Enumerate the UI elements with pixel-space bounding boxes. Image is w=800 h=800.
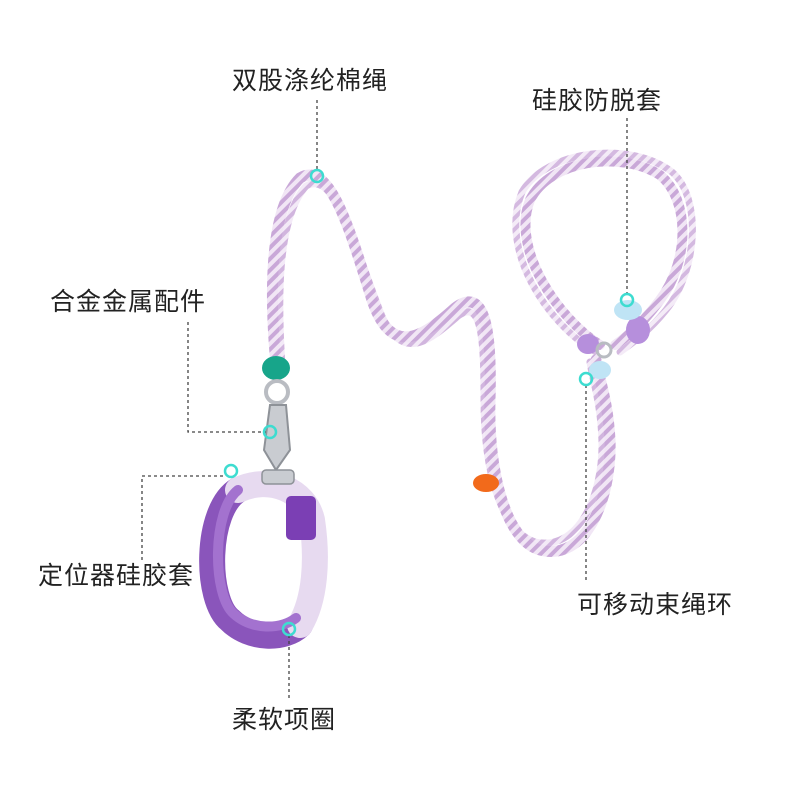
label-alloy-fittings: 合金金属配件 — [50, 287, 207, 316]
purple-bead-right — [626, 316, 650, 344]
label-soft-collar: 柔软项圈 — [232, 705, 337, 734]
purple-bead-left — [577, 334, 599, 354]
marker-sleeve — [619, 292, 635, 308]
rope-strand-second — [276, 180, 606, 547]
marker-rope — [309, 168, 325, 184]
rope-strand-main — [266, 169, 616, 557]
label-movable-ring: 可移动束绳环 — [577, 590, 734, 619]
blue-sleeve-upper — [614, 300, 642, 320]
marker-collar — [281, 621, 297, 637]
handle-loop-second — [512, 149, 696, 356]
rope — [266, 149, 696, 557]
label-locator-sleeve: 定位器硅胶套 — [38, 561, 195, 590]
marker-locator — [223, 463, 239, 479]
label-anti-slip-sleeve: 硅胶防脱套 — [532, 86, 663, 115]
leader-metal — [187, 322, 266, 433]
leader-locator — [141, 475, 225, 560]
collar-lining — [212, 485, 301, 632]
snap-hook — [262, 404, 292, 472]
markers — [223, 168, 635, 637]
marker-metal — [262, 424, 278, 440]
blue-bead-lower — [589, 361, 611, 379]
swivel-ring — [264, 379, 290, 405]
leader-lines — [141, 100, 628, 700]
collar-buckle — [286, 496, 316, 540]
handle-loop — [520, 156, 688, 350]
collar-d-ring — [261, 469, 295, 485]
collar — [199, 469, 328, 649]
label-rope: 双股涤纶棉绳 — [232, 66, 389, 95]
green-bead — [262, 356, 290, 380]
handle-metal-ring — [595, 341, 613, 359]
orange-bead — [473, 474, 499, 492]
marker-ring — [578, 371, 594, 387]
